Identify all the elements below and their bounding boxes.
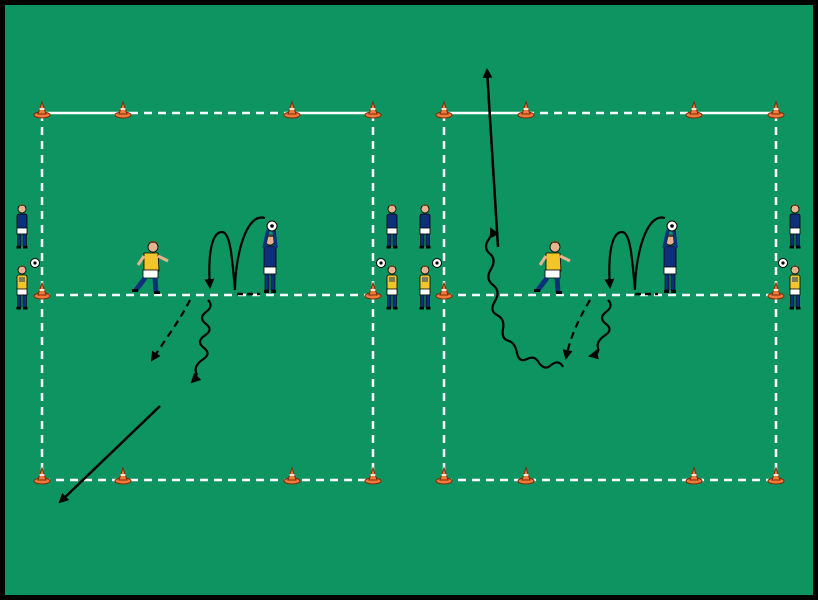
right-run-arrow: [482, 68, 500, 248]
right-pass-arrow: [562, 299, 591, 360]
ball-icon: [432, 258, 442, 268]
pitch-surface: [5, 5, 813, 595]
left-ball-flight-arrow: [204, 216, 266, 291]
left-dribble-arrow: [190, 299, 212, 384]
left-run-arrow: [58, 405, 161, 504]
ball-icon: [30, 258, 40, 268]
right-dribble-arrow: [588, 299, 612, 360]
left-grid-action: [58, 216, 279, 504]
ball-icon: [778, 258, 788, 268]
right-grid-action: [482, 68, 679, 369]
left-pass-arrow: [150, 299, 191, 362]
right-curve-dribble: [484, 227, 564, 369]
right-ball-flight-arrow: [604, 216, 666, 291]
ball-icon: [376, 258, 386, 268]
